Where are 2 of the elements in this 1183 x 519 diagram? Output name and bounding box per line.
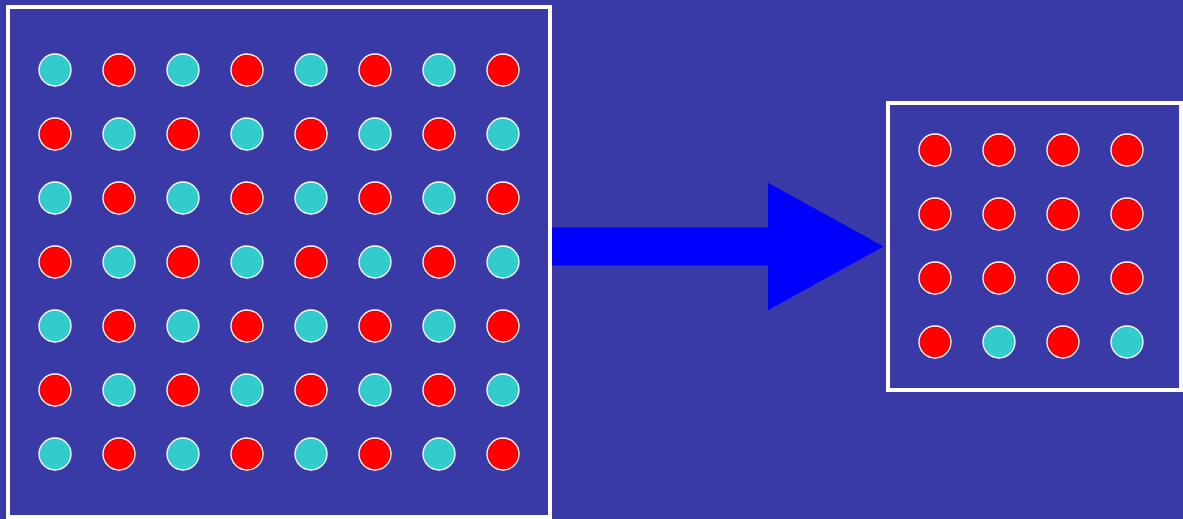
grid-panel — [6, 5, 552, 519]
grid-panel — [886, 101, 1183, 392]
